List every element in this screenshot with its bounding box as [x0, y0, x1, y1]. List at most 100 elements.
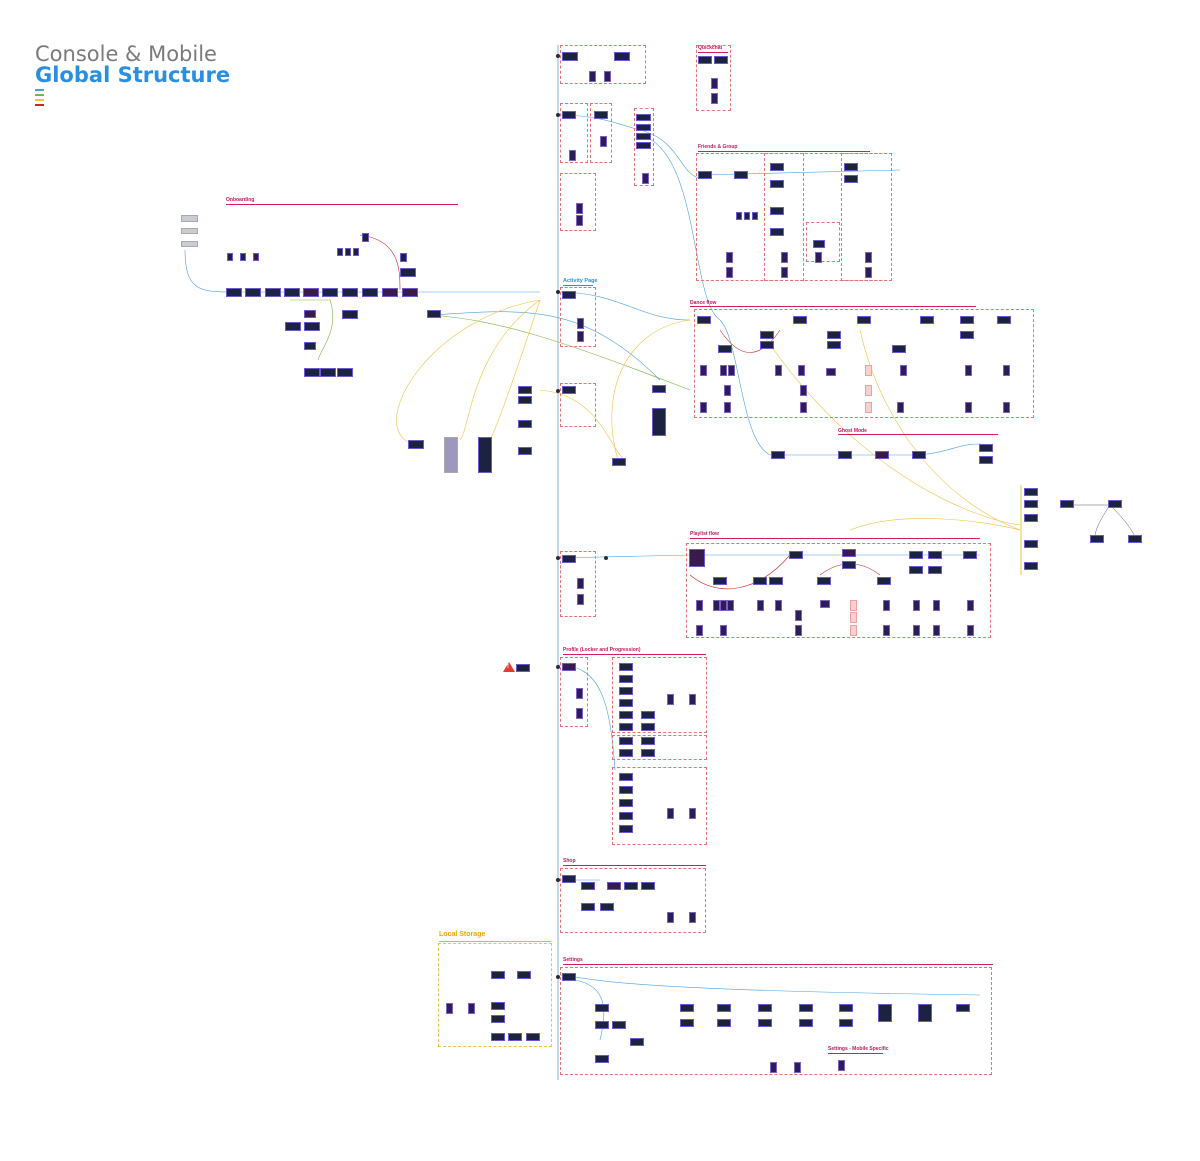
phone-thumb [689, 912, 696, 923]
screen-thumb [595, 1021, 609, 1029]
phone-thumb [826, 368, 836, 376]
screen-thumb [612, 1021, 626, 1029]
screen-thumb [619, 663, 633, 671]
screen-thumb [770, 180, 784, 188]
phone-thumb [446, 1003, 453, 1014]
section-title-friends-group: Friends & Group [698, 144, 737, 150]
screen-thumb [1024, 514, 1038, 522]
screen-thumb [342, 310, 358, 319]
phone-thumb [883, 600, 890, 611]
screen-thumb [769, 577, 783, 585]
screen-thumb [562, 386, 576, 394]
screen-thumb [799, 1019, 813, 1027]
phone-thumb [798, 365, 805, 376]
screen-thumb [400, 253, 407, 262]
screen-thumb [928, 551, 942, 559]
phone-thumb [604, 71, 611, 82]
screen-thumb [322, 288, 338, 297]
screen-thumb [979, 444, 993, 452]
screen-thumb [562, 111, 576, 119]
phone-thumb [913, 625, 920, 636]
screen-thumb [918, 1004, 932, 1022]
screen-thumb [581, 903, 595, 911]
screen-thumb [619, 825, 633, 833]
phone-thumb [667, 808, 674, 819]
spine-node [556, 878, 560, 882]
phone-thumb [576, 203, 583, 214]
screen-thumb [285, 322, 301, 331]
screen-thumb [641, 749, 655, 757]
box-top-1 [560, 45, 646, 84]
phone-thumb [576, 708, 583, 719]
screen-thumb [508, 1033, 522, 1041]
phone-thumb [865, 385, 872, 396]
screen-thumb [963, 551, 977, 559]
onboarding-thumb [181, 228, 198, 234]
phone-thumb [850, 612, 857, 623]
screen-thumb [619, 687, 633, 695]
screen-thumb [345, 248, 351, 256]
phone-thumb [865, 267, 872, 278]
screen-thumb [979, 456, 993, 464]
phone-thumb [795, 625, 802, 636]
phone-thumb [815, 252, 822, 263]
phone-thumb [781, 267, 788, 278]
screen-thumb [562, 291, 576, 299]
screen-thumb [226, 288, 242, 297]
screen-thumb [789, 551, 803, 559]
screen-thumb [353, 248, 359, 256]
screen-thumb [491, 1033, 505, 1041]
phone-thumb [965, 365, 972, 376]
screen-thumb [928, 566, 942, 574]
phone-thumb [795, 610, 802, 621]
screen-thumb [641, 737, 655, 745]
screen-thumb [844, 163, 858, 171]
screen-thumb [245, 288, 261, 297]
screen-thumb [619, 799, 633, 807]
screen-thumb [689, 549, 705, 567]
screen-thumb [400, 268, 416, 277]
screen-thumb [641, 882, 655, 890]
section-title-settings: Settings [563, 957, 583, 963]
phone-thumb [865, 365, 872, 376]
phone-thumb [865, 402, 872, 413]
phone-thumb [576, 215, 583, 226]
screen-thumb [718, 345, 732, 353]
screen-thumb [1090, 535, 1104, 543]
screen-thumb [717, 1004, 731, 1012]
screen-thumb [752, 212, 758, 220]
section-title-playlist-flow: Playlist flow [690, 531, 719, 537]
phone-thumb [689, 808, 696, 819]
screen-thumb [698, 171, 712, 179]
phone-thumb [577, 331, 584, 342]
screen-thumb [641, 711, 655, 719]
screen-thumb [636, 114, 651, 121]
phone-thumb [781, 252, 788, 263]
spine-node [556, 54, 560, 58]
phone-thumb [838, 1060, 845, 1071]
phone-thumb [720, 365, 727, 376]
screen-thumb [956, 1004, 970, 1012]
phone-thumb [724, 385, 731, 396]
screen-thumb [526, 1033, 540, 1041]
phone-thumb [820, 600, 830, 608]
screen-thumb [1024, 488, 1038, 496]
screen-thumb [636, 142, 651, 149]
phone-thumb [775, 600, 782, 611]
phone-thumb [850, 625, 857, 636]
phone-thumb [967, 625, 974, 636]
phone-thumb [913, 600, 920, 611]
box-shop [560, 868, 706, 933]
screen-thumb [303, 288, 319, 297]
phone-thumb [642, 173, 649, 184]
box-local-storage [438, 943, 552, 1047]
screen-thumb [758, 1004, 772, 1012]
screen-thumb [517, 971, 531, 979]
flow-node [604, 556, 608, 560]
phone-thumb [468, 1003, 475, 1014]
screen-thumb [641, 723, 655, 731]
screen-thumb [1108, 500, 1122, 508]
spine-node [556, 556, 560, 560]
phone-thumb [800, 385, 807, 396]
screen-thumb [402, 288, 418, 297]
